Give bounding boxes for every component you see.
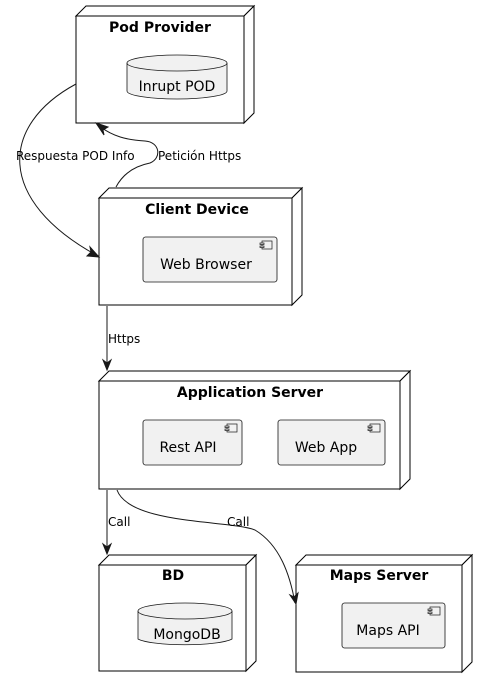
node-client-device: Client Device Web Browser [97, 186, 304, 307]
component-web-browser: Web Browser [142, 236, 278, 283]
component-icon [367, 423, 381, 433]
component-icon [224, 423, 238, 433]
component-maps-api: Maps API [341, 602, 446, 649]
component-icon [427, 606, 441, 616]
node-title: Pod Provider [109, 20, 211, 36]
database-label: MongoDB [153, 627, 220, 643]
component-web-app: Web App [277, 419, 386, 466]
component-label: Web App [295, 440, 357, 456]
node-title: Maps Server [330, 568, 429, 584]
database-label: Inrupt POD [139, 79, 216, 95]
node-title: BD [162, 568, 184, 584]
edge-app-to-maps: Call [116, 489, 299, 606]
edge-label: Petición Https [158, 149, 241, 163]
node-application-server: Application Server Rest API Web App [97, 369, 412, 491]
component-label: Rest API [159, 440, 216, 456]
component-label: Maps API [356, 623, 419, 639]
database-inrupt-pod: Inrupt POD [126, 54, 228, 100]
edge-label: Call [108, 515, 130, 529]
node-pod-provider: Pod Provider Inrupt POD [74, 4, 256, 125]
component-label: Web Browser [160, 257, 252, 273]
component-icon [259, 240, 273, 250]
edge-pod-to-client: Respuesta POD Info [16, 83, 135, 258]
database-mongodb: MongoDB [137, 602, 233, 646]
component-rest-api: Rest API [142, 419, 243, 466]
edge-label: Respuesta POD Info [16, 149, 135, 163]
edge-client-to-pod: Petición Https [94, 122, 241, 188]
edge-app-to-bd: Call [101, 490, 130, 556]
edge-label: Call [227, 515, 249, 529]
node-title: Application Server [177, 385, 323, 401]
edge-client-to-app: Https [101, 306, 140, 372]
edge-label: Https [108, 332, 140, 346]
node-bd: BD MongoDB [97, 553, 258, 673]
node-title: Client Device [145, 202, 249, 218]
node-maps-server: Maps Server Maps API [294, 553, 474, 674]
